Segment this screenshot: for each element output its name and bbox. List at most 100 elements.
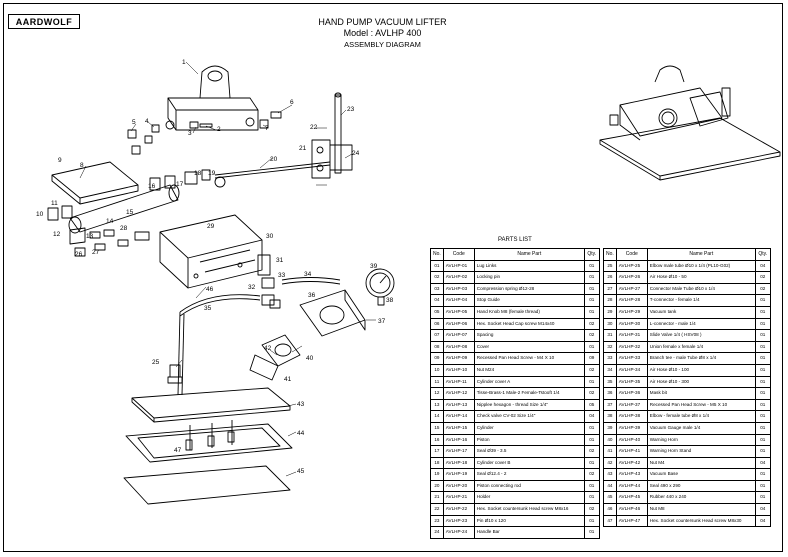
part-code: AVLHP-15 [442,421,475,435]
part-code: AVLHP-21 [442,491,475,505]
part-code: AVLHP-23 [442,514,475,528]
part-qty: 01 [583,421,600,435]
callout-23: 23 [347,106,355,113]
part-qty: 01 [754,410,771,423]
part-number: 29 [603,305,617,319]
part-number: 37 [603,398,617,412]
part-name: Nut M24 [473,363,585,377]
part-name: Compression spring Ø12-28 [473,282,585,296]
part-qty: 01 [583,305,600,319]
part-name: Air Hose Ø10 - 50 [646,271,756,284]
part-number: 31 [603,329,617,342]
part-code: AVLHP-06 [442,317,475,331]
callout-25: 25 [152,359,160,366]
part-name: Cover [473,340,585,354]
part-number: 08 [430,340,444,354]
callout-38: 38 [386,297,394,304]
part-number: 43 [603,468,617,481]
part-qty: 01 [754,387,771,400]
callout-44: 44 [297,430,305,437]
part-name: Piston connecting rod [473,479,585,493]
part-number: 16 [430,433,444,447]
callout-28: 28 [120,225,128,232]
callout-42: 42 [264,345,272,352]
part-name: Handle Bar [473,526,585,539]
cover-plate [51,161,139,205]
model-label: Model : AVLHP 400 [343,28,422,38]
col-qty: Qty. [583,248,600,261]
part-qty: 02 [583,363,600,377]
part-code: AVLHP-05 [442,305,475,319]
part-qty: 01 [754,363,771,377]
callout-22: 22 [310,124,318,131]
callout-9: 9 [58,157,62,164]
part-qty: 04 [754,503,771,516]
part-name: Lug Links [473,259,585,273]
part-number: 15 [430,421,444,435]
part-name: Vacuum Base [646,468,756,481]
part-name: Hand Knob M8 (female thread) [473,305,585,319]
part-number: 41 [603,445,617,458]
part-name: Pin Ø10 x 120 [473,514,585,528]
part-number: 36 [603,387,617,400]
part-name: Hex. Socket countersunk Head screw M8x30 [646,514,756,528]
part-name: Nut M4 [646,456,756,470]
col-code: Code [615,248,648,261]
callout-17: 17 [176,181,184,188]
part-qty: 02 [583,329,600,342]
part-qty: 01 [583,433,600,447]
part-number: 30 [603,317,617,331]
part-name: Cylinder cover A [473,375,585,389]
part-qty: 01 [583,456,600,470]
part-code: AVLHP-25 [615,259,648,273]
part-number: 11 [430,375,444,389]
part-name: Branch tee - male Tube Ø8 x 1/4 [646,352,756,365]
part-qty: 01 [583,340,600,354]
callout-35: 35 [204,305,212,312]
part-code: AVLHP-07 [442,329,475,342]
part-code: AVLHP-18 [442,456,475,470]
callout-19: 19 [208,170,216,177]
col-no: No. [430,248,444,261]
part-qty: 01 [754,375,771,389]
part-qty: 01 [754,421,771,435]
part-number: 47 [603,514,617,528]
part-qty: 09 [583,352,600,365]
part-qty: 01 [583,375,600,389]
callout-29: 29 [207,223,215,230]
part-number: 05 [430,305,444,319]
part-code: AVLHP-30 [615,317,648,331]
part-number: 27 [603,282,617,296]
part-qty: 01 [754,352,771,365]
part-qty: 04 [583,410,600,423]
elbow-fitting [167,364,183,384]
part-name: Rubber 440 x 240 [646,491,756,505]
part-name: Air Hose Ø10 - 300 [646,375,756,389]
vacuum-tank [159,214,263,289]
part-number: 39 [603,421,617,435]
part-name: Vacuum Gauge male 1/4 [646,421,756,435]
callout-7: 7 [265,125,269,132]
callout-36: 36 [308,292,316,299]
part-qty: 02 [754,271,771,284]
part-name: Seal Ø39 - 3.5 [473,445,585,458]
part-code: AVLHP-36 [615,387,648,400]
part-name: T-connector - female 1/4 [646,294,756,307]
part-name: Hex. Socket countersunk Head screw M8x16 [473,503,585,516]
